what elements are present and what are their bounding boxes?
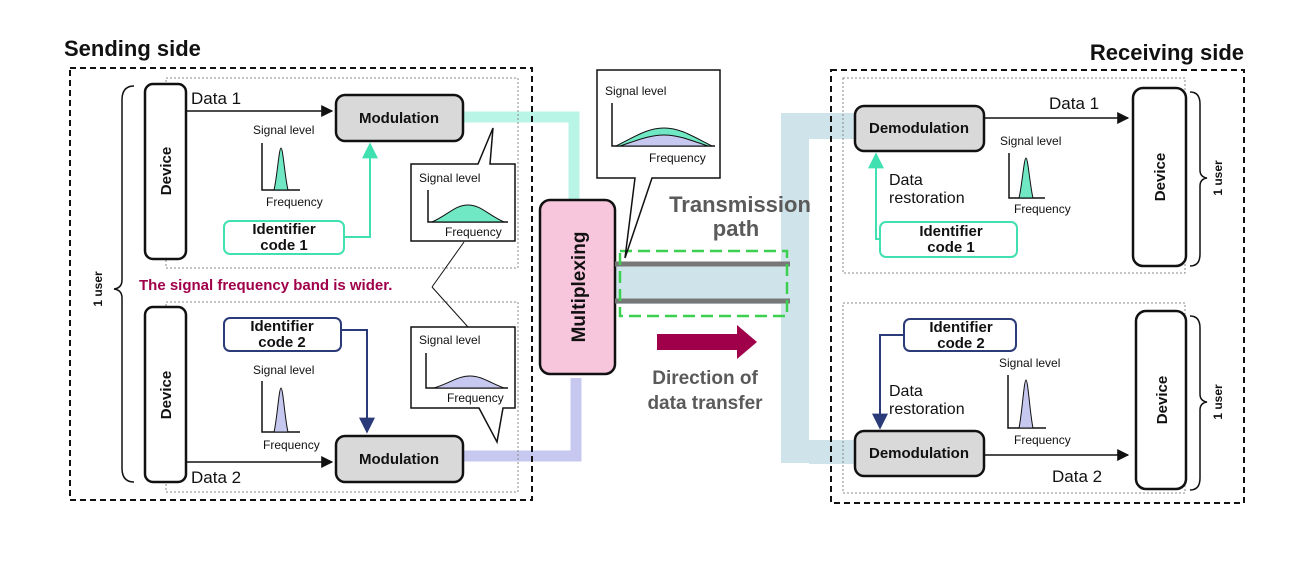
svg-text:Signal level: Signal level: [419, 171, 480, 185]
receiver-device-1: [1131, 86, 1188, 268]
receiver-identifier-2-line2: code 2: [937, 335, 985, 352]
receiving-side: Receiving side Demodulation Demodulation…: [830, 40, 1245, 504]
demodulation-box-1: [853, 104, 986, 153]
transmission-path-highlight: [618, 249, 789, 318]
receiver-identifier-2-line1: Identifier: [929, 319, 993, 336]
receiver-device-1-label: Device: [1152, 153, 1169, 201]
modulation-box-2-label: Modulation: [359, 451, 439, 468]
sender-identifier-2-line1: Identifier: [250, 318, 314, 335]
sender-graph-2-xlabel: Frequency: [263, 438, 320, 452]
sender-identifier-2-line2: code 2: [258, 334, 306, 351]
sender-device-1: [143, 82, 188, 261]
note-connector-2: [431, 286, 469, 328]
sending-side: Sending side 1 user Device Device Data 1…: [64, 36, 533, 501]
receiver-device-2-label: Device: [1154, 376, 1171, 424]
receiver-user-1-brace: [1189, 91, 1208, 267]
modulation-box-1: [334, 93, 465, 143]
frequency-band-note: The signal frequency band is wider.: [139, 277, 392, 294]
receiver-device-2: [1134, 309, 1188, 491]
sending-side-title: Sending side: [64, 36, 201, 61]
demodulation-box-1-label: Demodulation: [869, 120, 969, 137]
sender-device-2-label: Device: [158, 371, 175, 419]
svg-text:Frequency: Frequency: [1014, 202, 1071, 216]
receiver-user-2-brace: [1189, 315, 1208, 491]
svg-text:Signal level: Signal level: [419, 333, 480, 347]
sender-user-brace: [113, 85, 135, 483]
receiver-user-2-label: 1 user: [1211, 384, 1225, 420]
receiver-identifier-2-arrow: [872, 334, 904, 430]
multiplexing-label: Multiplexing: [569, 232, 590, 343]
demodulation-box-2: [853, 429, 986, 478]
modulation-box-2: [334, 434, 465, 484]
receiver-user-1-label: 1 user: [1211, 160, 1225, 196]
sender-graph-2-ylabel: Signal level: [253, 363, 314, 377]
receiver-graph-1: Signal level Frequency: [1000, 134, 1071, 216]
svg-text:Frequency: Frequency: [1014, 433, 1071, 447]
svg-text:Frequency: Frequency: [649, 151, 706, 165]
receiver-data-1-label: Data 1: [1049, 94, 1099, 113]
receiver-graph-2: Signal level Frequency: [999, 356, 1071, 447]
sender-device-2: [143, 305, 188, 484]
demodulation-box-2-label: Demodulation: [869, 445, 969, 462]
svg-text:Frequency: Frequency: [445, 225, 502, 239]
sender-wide-band-callout-1: Signal level Frequency: [410, 127, 516, 242]
sender-user-label: 1 user: [91, 271, 105, 307]
sender-graph-1-xlabel: Frequency: [266, 195, 323, 209]
transmission-path-line2: path: [713, 216, 759, 241]
sender-identifier-2-arrow: [341, 329, 375, 434]
sender-identifier-1-line2: code 1: [260, 237, 308, 254]
svg-text:Signal level: Signal level: [999, 356, 1060, 370]
direction-line2: data transfer: [647, 393, 763, 414]
sender-graph-2: Signal level Frequency: [253, 363, 320, 452]
receiver-identifier-1-line2: code 1: [927, 239, 975, 256]
center: Multiplexing Signal level Frequency Tran…: [538, 69, 811, 414]
transmission-path-line1: Transmission: [669, 192, 811, 217]
svg-text:Signal level: Signal level: [605, 84, 666, 98]
receiver-restoration-1-line2: restoration: [889, 190, 965, 207]
sender-graph-1: Signal level Frequency: [253, 123, 323, 209]
sender-identifier-1-arrow: [344, 142, 378, 238]
receiver-restoration-2-line1: Data: [889, 383, 923, 400]
direction-arrow: [657, 325, 757, 359]
modulation-box-1-label: Modulation: [359, 110, 439, 127]
sender-graph-1-ylabel: Signal level: [253, 123, 314, 137]
sender-data-1-label: Data 1: [191, 89, 241, 108]
sender-identifier-2: [223, 317, 342, 352]
multiplexing-box: [538, 198, 617, 376]
receiver-data-2-label: Data 2: [1052, 467, 1102, 486]
sender-wide-band-callout-2: Signal level Frequency: [410, 326, 516, 445]
receiving-side-title: Receiving side: [1090, 40, 1244, 65]
note-connector-1: [431, 241, 465, 288]
sender-data-2-label: Data 2: [191, 468, 241, 487]
receiver-restoration-2-line2: restoration: [889, 401, 965, 418]
sender-device-1-label: Device: [158, 147, 175, 195]
receiver-identifier-1-line1: Identifier: [919, 223, 983, 240]
direction-line1: Direction of: [652, 368, 758, 389]
multiplexed-spectrum-callout: Signal level Frequency: [596, 69, 721, 259]
svg-text:Signal level: Signal level: [1000, 134, 1061, 148]
receiver-restoration-1-line1: Data: [889, 172, 923, 189]
svg-text:Frequency: Frequency: [447, 391, 504, 405]
receiver-identifier-1-arrow: [868, 152, 884, 240]
receiving-side-frame: [830, 69, 1245, 504]
receiver-user-1-frame: [842, 77, 1186, 274]
sending-side-frame: [69, 67, 533, 501]
sender-identifier-1-line1: Identifier: [252, 221, 316, 238]
signal-pipes: [464, 111, 855, 464]
